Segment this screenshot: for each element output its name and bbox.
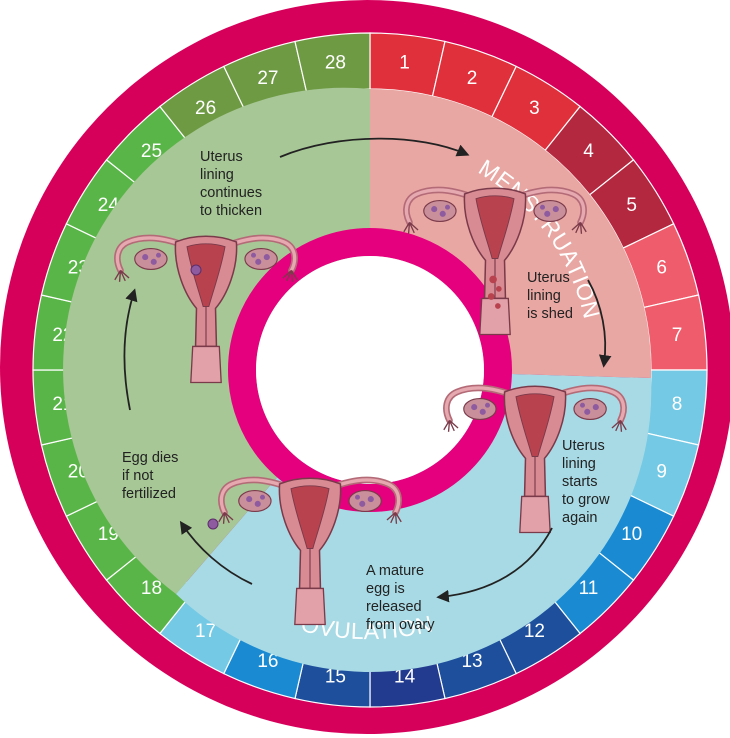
day-label-10: 10	[621, 524, 642, 545]
day-label-27: 27	[257, 68, 278, 89]
day-label-26: 26	[195, 98, 216, 119]
day-label-6: 6	[656, 257, 667, 278]
day-label-11: 11	[579, 578, 599, 599]
day-label-17: 17	[195, 621, 216, 642]
center-circle	[256, 256, 484, 484]
day-label-4: 4	[583, 141, 594, 162]
day-label-3: 3	[529, 98, 540, 119]
day-label-18: 18	[141, 578, 162, 599]
released-egg-icon	[208, 519, 218, 529]
egg-in-tube-icon	[191, 265, 201, 275]
day-label-12: 12	[524, 621, 545, 642]
day-label-8: 8	[672, 394, 683, 415]
day-label-2: 2	[467, 68, 478, 89]
day-label-5: 5	[626, 195, 637, 216]
day-label-1: 1	[399, 52, 410, 73]
day-label-9: 9	[656, 462, 667, 483]
day-label-7: 7	[672, 325, 683, 346]
day-label-28: 28	[325, 52, 346, 73]
